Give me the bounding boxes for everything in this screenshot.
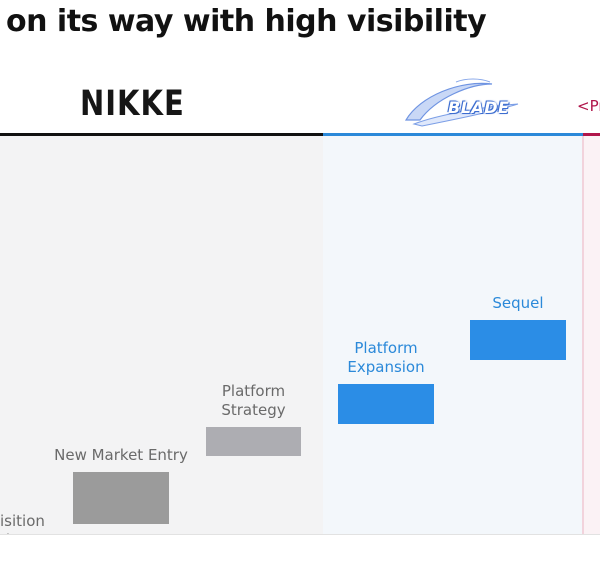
- bar-label-0-1: tion: [0, 531, 29, 534]
- panel-divider: [582, 136, 584, 534]
- blade-logo-text: BLADE: [448, 98, 510, 117]
- bar-4: [470, 320, 566, 360]
- nikke-rule: [0, 133, 323, 136]
- next-title-tag: <Pr: [577, 97, 600, 115]
- roadmap-bar-chart: isitiontionNew Market EntryPlatformStrat…: [0, 294, 566, 534]
- bar-label-1-0: New Market Entry: [54, 446, 188, 464]
- next-title-panel: [583, 136, 600, 534]
- bar-label-2-0: Platform: [222, 382, 285, 400]
- bar-label-4-0: Sequel: [492, 294, 543, 312]
- chart-baseline: [0, 534, 600, 535]
- bar-label-3-1: Expansion: [347, 358, 424, 376]
- blade-rule: [323, 133, 583, 136]
- headline: on its way with high visibility: [6, 4, 487, 39]
- nikke-panel: [0, 136, 323, 534]
- bar-2: [206, 427, 301, 456]
- bar-label-2-1: Strategy: [221, 401, 285, 419]
- nikke-logo: NIKKE: [80, 82, 185, 124]
- bar-label-3-0: Platform: [354, 339, 417, 357]
- bar-3: [338, 384, 434, 424]
- next-title-rule: [583, 133, 600, 136]
- stellar-blade-logo-swoosh: [404, 78, 519, 127]
- bar-label-0-0: isition: [0, 512, 45, 530]
- bar-1: [73, 472, 169, 524]
